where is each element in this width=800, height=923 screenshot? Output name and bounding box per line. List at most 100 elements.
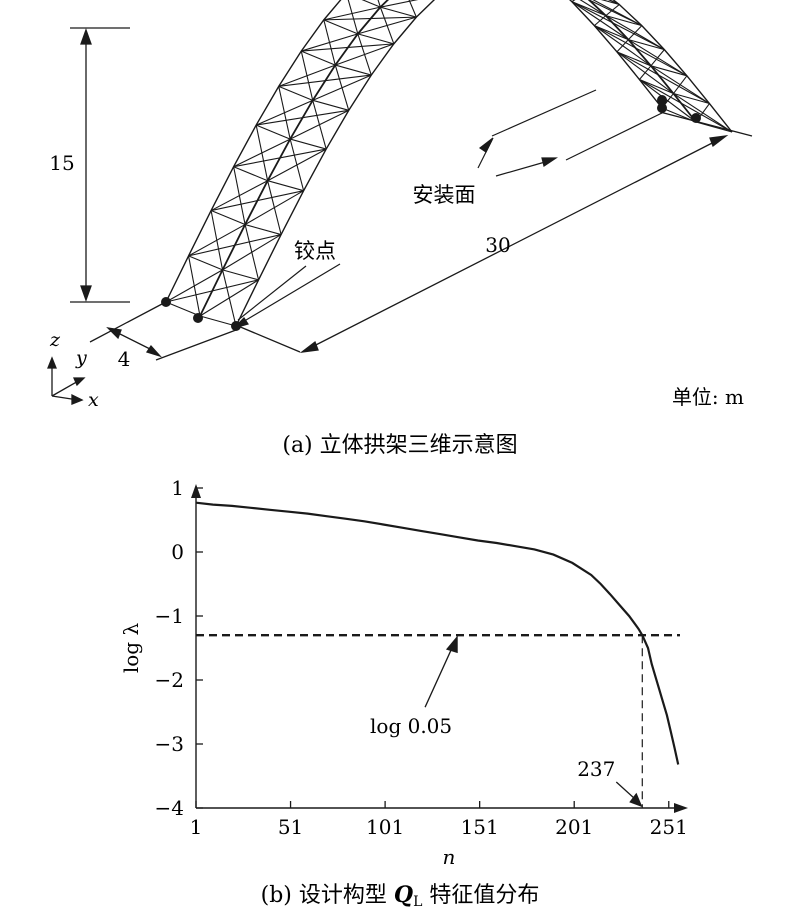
arch-diagonal [616,51,710,105]
arch-rung [594,25,629,41]
hinge-point [657,103,667,113]
arch-diagonal [301,43,394,52]
caption-prefix: (b) 设计构型 [261,883,394,908]
arch-rung [244,224,282,236]
arch-rung [361,0,381,8]
height-dimension-label: 15 [49,151,74,175]
y-tick-label: 1 [171,476,184,500]
axis-y-label: y [75,347,87,369]
crossing-label: 237 [577,757,615,781]
arch-diagonal [278,74,372,87]
figure-a-caption: (a) 立体拱架三维示意图 [282,433,517,458]
arch-rung [312,99,349,111]
height-dimension [70,27,130,303]
arch-diagonal [587,0,643,27]
x-tick-label: 151 [461,815,499,839]
caption-sub: L [413,894,422,910]
install-surface-label: 安装面 [413,183,476,207]
arch-truss-diagram: 15 30 4 铰点 [47,0,753,458]
arch-diagonal [639,79,733,133]
arch-diagonal [594,25,688,77]
x-tick-label: 51 [278,815,303,839]
arch-diagonal [256,109,349,126]
hinge-label: 铰点 [294,239,336,263]
arch-diagonal [347,0,359,35]
arch-diagonal [188,255,201,317]
axis-x-label: x [88,389,99,411]
threshold-callout-leader [424,640,456,708]
arch-rung [323,19,359,35]
arch-diagonal [605,4,620,17]
x-tick-label: 1 [190,815,203,839]
arch-diagonal [210,210,224,270]
arch-rung [673,93,710,105]
arch-rung [255,124,291,140]
arch-diagonal [323,16,417,21]
arch-diagonal [639,65,652,80]
arch-diagonal [334,64,350,111]
width-dimension [106,327,237,361]
crossing-callout-arrowhead [629,792,643,808]
x-axis-arrow [674,803,688,813]
arch-diagonal [673,75,688,94]
arch-diagonal [650,49,665,67]
threshold-callout-arrowhead [445,635,458,654]
arch-rung [335,64,372,76]
y-ticks: 1 0 −1 −2 −3 −4 [155,476,203,820]
arch-diagonal [312,100,327,150]
arch-rung [199,315,237,327]
arch-rung [605,15,642,27]
y-tick-label: −4 [155,796,184,820]
crossing-callout [615,781,643,808]
x-axis-label: n [443,845,456,869]
arch-rung [188,255,223,271]
unit-label: 单位: m [672,385,744,409]
width-dimension-label: 4 [118,347,131,371]
arch-rung [628,39,665,51]
span-dimension [89,111,753,353]
threshold-callout [424,635,458,708]
arch-truss-lattice [161,0,733,331]
x-tick-label: 201 [555,815,593,839]
arch-rung [695,121,733,133]
y-tick-label: −2 [155,668,184,692]
y-tick-label: −1 [155,604,184,628]
y-tick-label: −3 [155,732,184,756]
arch-diagonal [571,1,665,51]
arch-diagonal [267,180,282,235]
hinge-callout [231,263,341,330]
hinge-point [657,95,667,105]
arch-diagonal [210,190,304,212]
arch-diagonal [408,0,417,18]
arch-diagonal [571,0,576,3]
caption-suffix: 特征值分布 [422,883,539,908]
arch-rung [650,65,688,77]
arch-diagonal [255,124,269,181]
arch-rung [222,269,259,281]
axis-z-label: z [49,329,61,351]
arch-rung [267,180,304,192]
threshold-label: log 0.05 [370,714,452,738]
arch-rung [600,0,620,6]
arch-diagonal [579,0,607,17]
arch-diagonal [377,0,381,8]
arch-diagonal [379,6,395,45]
arch-diagonal [233,166,246,225]
arch-diagonal [357,33,372,76]
arch-diagonal [300,50,314,101]
arch-diagonal [616,39,629,53]
hinge-point [193,313,203,323]
arch-diagonal [188,234,282,257]
arch-chord [235,0,733,327]
arch-rung [165,301,201,317]
arch-rung [380,6,417,18]
arch-diagonal [278,86,291,140]
chart-axes [191,484,688,813]
y-tick-label: 0 [171,540,184,564]
arch-diagonal [233,148,327,168]
arch-rung [278,85,313,101]
arch-diagonal [627,25,643,40]
